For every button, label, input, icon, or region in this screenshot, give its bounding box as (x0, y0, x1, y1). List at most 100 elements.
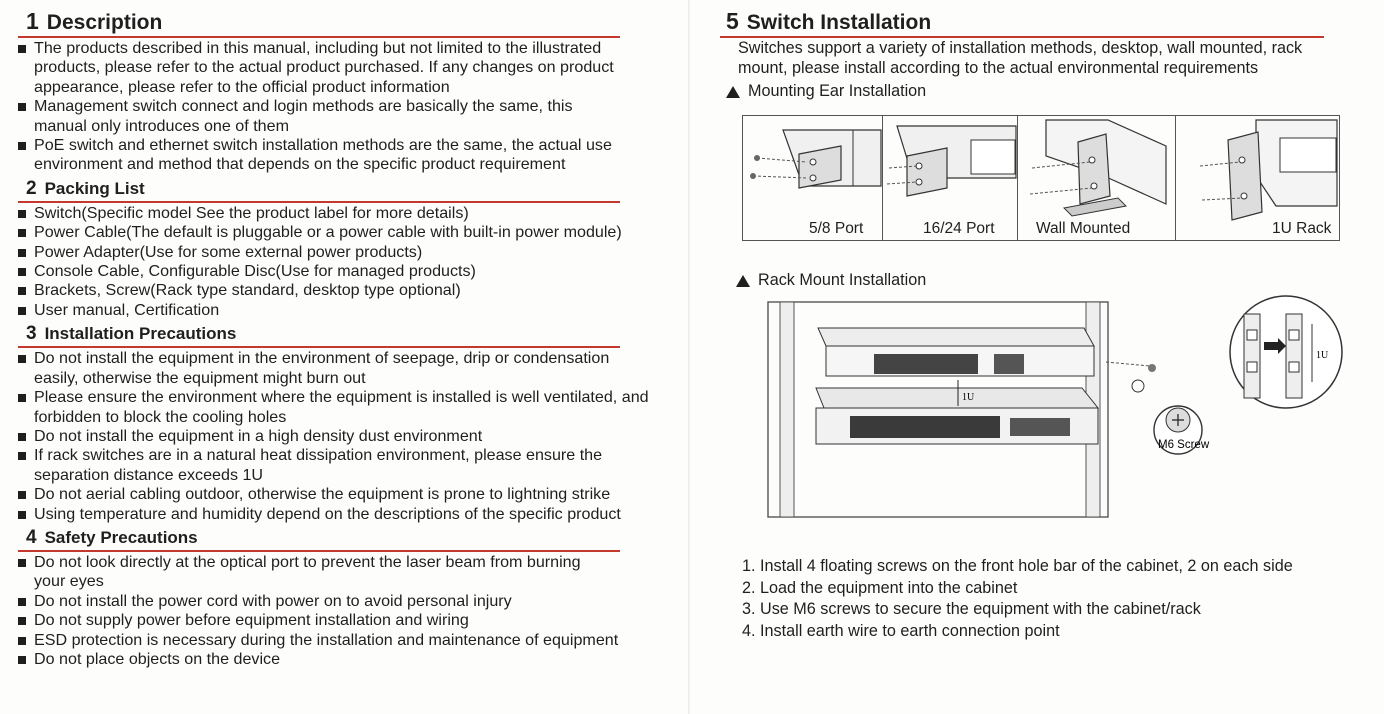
section-4-header: 4 Safety Precautions (18, 527, 690, 549)
list-item: PoE switch and ethernet switch installat… (18, 136, 690, 175)
list-item-line: If rack switches are in a natural heat d… (34, 446, 603, 465)
list-item: Console Cable, Configurable Disc(Use for… (18, 262, 690, 281)
section-1-list: The products described in this manual, i… (18, 39, 690, 175)
list-item-line: Do not install the equipment in the envi… (34, 349, 610, 368)
list-item: Please ensure the environment where the … (18, 388, 690, 427)
section-title: Safety Precautions (44, 527, 198, 547)
list-item-line: your eyes (34, 572, 104, 591)
bullet-square-icon (18, 432, 26, 441)
ear-panel-5-8-port: 5/8 Port (743, 116, 883, 240)
section-5-header: 5 Switch Installation (726, 8, 1384, 35)
bracket-illustration (1199, 119, 1338, 221)
list-item: User manual, Certification (18, 301, 690, 320)
section-4-list: Do not look directly at the optical port… (18, 553, 690, 669)
list-item-line: ESD protection is necessary during the i… (34, 630, 619, 649)
section-number: 3 (26, 323, 37, 345)
ear-caption: 16/24 Port (923, 220, 995, 237)
screw-label: M6 Screw (1158, 439, 1210, 451)
intro-line: mount, please install according to the a… (738, 58, 1259, 77)
section-title: Installation Precautions (44, 324, 237, 344)
mounting-ear-heading-text: Mounting Ear Installation (748, 82, 927, 100)
page-fold (688, 0, 690, 714)
list-item: Management switch connect and login meth… (18, 97, 690, 136)
step-item: 4. Install earth wire to earth connectio… (742, 621, 1060, 640)
list-item: The products described in this manual, i… (18, 39, 690, 97)
list-item-line: Using temperature and humidity depend on… (34, 504, 621, 523)
bullet-square-icon (18, 597, 26, 606)
list-item: Do not install the equipment in a high d… (18, 427, 690, 446)
list-item-line: manual only introduces one of them (34, 116, 289, 135)
bullet-square-icon (18, 636, 26, 645)
bullet-square-icon (18, 355, 26, 364)
list-item: Brackets, Screw(Rack type standard, desk… (18, 281, 690, 300)
list-item-line: Do not supply power before equipment ins… (34, 611, 469, 630)
list-item-line: Do not place objects on the device (34, 649, 281, 668)
bullet-square-icon (18, 306, 26, 315)
list-item: Do not place objects on the device (18, 650, 690, 669)
list-item-line: Management switch connect and login meth… (34, 97, 573, 116)
section-number: 1 (26, 8, 39, 34)
step-item: 3. Use M6 screws to secure the equipment… (742, 600, 1201, 618)
step-item: 1. Install 4 floating screws on the fron… (742, 557, 1293, 575)
list-item: Power Adapter(Use for some external powe… (18, 243, 690, 262)
ear-panel-wall-mounted: Wall Mounted (1018, 116, 1176, 240)
bullet-square-icon (18, 617, 26, 626)
bullet-square-icon (18, 394, 26, 403)
section-3-header: 3 Installation Precautions (18, 323, 690, 345)
bullet-square-icon (18, 452, 26, 461)
section-5-intro: Switches support a variety of installati… (738, 39, 1384, 78)
section-rule (18, 346, 620, 349)
bullet-square-icon (18, 655, 26, 664)
list-item: Power Cable(The default is pluggable or … (18, 223, 690, 242)
triangle-icon (736, 274, 750, 287)
list-item: ESD protection is necessary during the i… (18, 631, 690, 650)
section-title: Description (46, 11, 163, 34)
bullet-square-icon (18, 268, 26, 277)
bullet-square-icon (18, 209, 26, 218)
rack-illustration: 1U M6 Screw 1U (767, 295, 1343, 518)
ear-panel-16-24-port: 16/24 Port (883, 116, 1018, 240)
section-number: 4 (26, 526, 37, 548)
list-item-line: Power Adapter(Use for some external powe… (34, 242, 423, 261)
bracket-illustration (886, 125, 1017, 197)
list-item-line: Do not aerial cabling outdoor, otherwise… (34, 485, 611, 504)
triangle-icon (726, 85, 740, 98)
bullet-square-icon (18, 510, 26, 519)
list-item-line: Do not look directly at the optical port… (34, 552, 581, 571)
bullet-square-icon (18, 287, 26, 296)
list-item-line: environment and method that depends on t… (34, 155, 566, 174)
section-title: Switch Installation (746, 11, 932, 34)
list-item: Do not look directly at the optical port… (18, 553, 690, 592)
mounting-ear-figure: 5/8 Port 16/24 Port Wall Mounted (742, 115, 1340, 241)
zoom-unit-label: 1U (1316, 350, 1329, 361)
list-item-line: Do not install the equipment in a high d… (34, 426, 483, 445)
rack-mount-heading: Rack Mount Installation (736, 271, 1384, 290)
bullet-square-icon (18, 45, 26, 53)
section-number: 2 (26, 177, 37, 199)
bullet-square-icon (18, 142, 26, 151)
list-item-line: Power Cable(The default is pluggable or … (34, 223, 622, 242)
rack-mount-heading-text: Rack Mount Installation (758, 271, 927, 289)
list-item-line: forbidden to block the cooling holes (34, 407, 287, 426)
ear-caption: 1U Rack (1272, 220, 1332, 237)
list-item: Do not supply power before equipment ins… (18, 611, 690, 630)
bullet-square-icon (18, 491, 26, 500)
section-rule (18, 549, 620, 552)
section-1-header: 1 Description (18, 8, 690, 35)
manual-right-page: 5 Switch Installation Switches support a… (690, 0, 1384, 714)
list-item: Do not aerial cabling outdoor, otherwise… (18, 485, 690, 504)
list-item-line: User manual, Certification (34, 300, 220, 319)
list-item-line: The products described in this manual, i… (34, 39, 602, 57)
bracket-illustration (750, 129, 882, 189)
list-item: Do not install the power cord with power… (18, 592, 690, 611)
mounting-ear-heading: Mounting Ear Installation (726, 82, 1384, 101)
list-item-line: separation distance exceeds 1U (34, 465, 264, 484)
list-item-line: PoE switch and ethernet switch installat… (34, 136, 612, 155)
section-3-list: Do not install the equipment in the envi… (18, 349, 690, 524)
bullet-square-icon (18, 229, 26, 238)
ear-caption: 5/8 Port (809, 220, 864, 237)
list-item-line: products, please refer to the actual pro… (34, 58, 614, 77)
section-number: 5 (726, 8, 739, 34)
